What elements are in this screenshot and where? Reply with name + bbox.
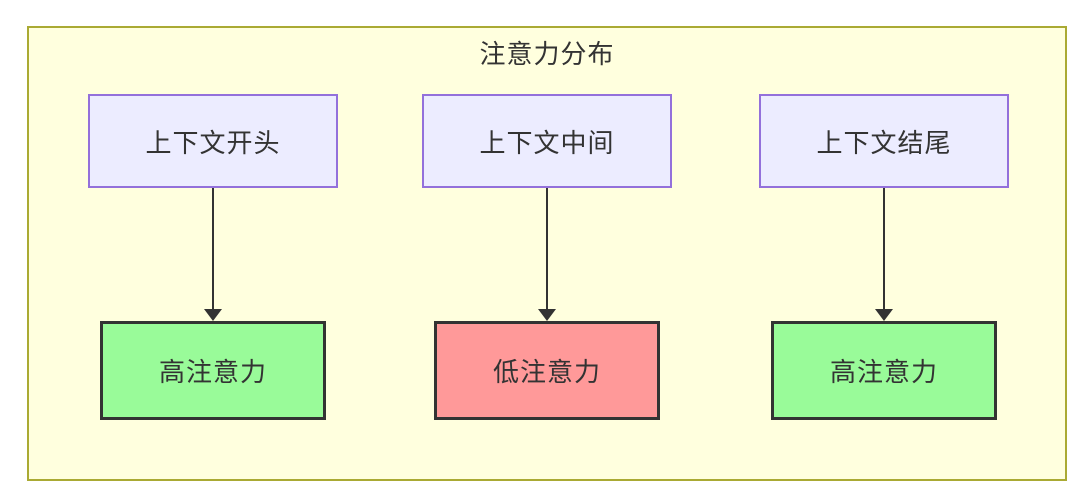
node-low-attention: 低注意力 — [434, 321, 660, 420]
node-low-attention-label: 低注意力 — [492, 358, 601, 388]
arrowhead-down-icon — [204, 309, 222, 321]
node-context-middle: 上下文中间 — [422, 94, 672, 188]
node-context-end: 上下文结尾 — [759, 94, 1009, 188]
node-high-attention-left: 高注意力 — [100, 321, 326, 420]
node-context-middle-label: 上下文中间 — [479, 128, 615, 159]
node-context-end-label: 上下文结尾 — [816, 128, 952, 159]
node-context-beginning-label: 上下文开头 — [145, 128, 281, 159]
node-high-attention-right: 高注意力 — [771, 321, 997, 420]
diagram-title: 注意力分布 — [479, 40, 615, 70]
node-high-attention-left-label: 高注意力 — [158, 358, 267, 388]
attention-distribution-frame: 注意力分布 上下文开头 高注意力 上下文中间 低注意力 上下文结尾 高注意力 — [27, 26, 1067, 481]
node-high-attention-right-label: 高注意力 — [829, 358, 938, 388]
arrow-line-3 — [883, 188, 885, 309]
arrowhead-down-icon — [538, 309, 556, 321]
node-context-beginning: 上下文开头 — [88, 94, 338, 188]
arrow-line-2 — [546, 188, 548, 309]
arrow-line-1 — [212, 188, 214, 309]
arrowhead-down-icon — [875, 309, 893, 321]
